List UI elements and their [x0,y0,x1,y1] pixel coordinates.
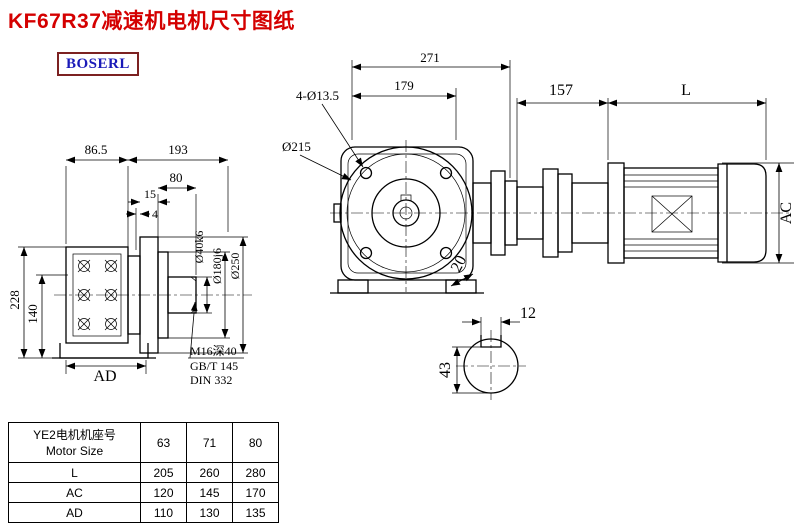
table-row: AD 110 130 135 [8,502,279,523]
dim-140-label: 140 [25,304,40,324]
table-col-71: 71 [186,422,233,463]
dim-15-label: 15 [144,187,156,201]
key-width-label: 12 [520,305,536,322]
page-title: KF67R37减速机电机尺寸图纸 [8,10,295,33]
shaft-diameter-label: Ø40k6 [192,231,206,264]
table-row: YE2电机机座号 Motor Size 63 71 80 [8,422,279,463]
table-header-line1: YE2电机机座号 [33,427,116,442]
dim-157-label: 157 [549,82,573,99]
dim-80-label: 80 [170,170,183,185]
flange-diameter-label: Ø215 [282,139,311,154]
dim-l-label: L [681,82,691,99]
table-col-63: 63 [140,422,187,463]
dim-228-label: 228 [7,290,22,310]
brand-logo: BOSERL [57,52,139,76]
dim-193-label: 193 [168,142,188,157]
dim-271-label: 271 [420,50,440,65]
table-row: L 205 260 280 [8,462,279,483]
bolt-holes-label: 4-Ø13.5 [296,88,339,103]
dim-179-label: 179 [394,78,414,93]
row-label-l: L [8,462,141,483]
cell-ad-63: 110 [140,502,187,523]
pilot-diameter-label: Ø180j6 [210,248,224,284]
front-view: 271 179 4-Ø13.5 Ø215 20 [282,50,792,294]
cell-l-63: 205 [140,462,187,483]
motor-view: 157 L AC [472,82,795,264]
standard-note-1-label: GB/T 145 [190,359,238,373]
standard-note-2-label: DIN 332 [190,373,232,387]
cell-ac-80: 170 [232,482,279,503]
shaft-height-label: 43 [437,362,454,378]
dim-86-5-label: 86.5 [85,142,108,157]
shaft-section-view: 12 43 [437,305,536,400]
dim-ac-label: AC [778,202,795,224]
table-header-line2: Motor Size [45,443,104,458]
row-label-ac: AC [8,482,141,503]
cell-ad-80: 135 [232,502,279,523]
table-header-motor-size: YE2电机机座号 Motor Size [8,422,141,463]
table-row: AC 120 145 170 [8,482,279,503]
cell-ad-71: 130 [186,502,233,523]
dim-4-label: 4 [152,207,158,221]
cell-ac-71: 145 [186,482,233,503]
thread-note-label: M16深40 [190,344,237,358]
cell-ac-63: 120 [140,482,187,503]
output-flange-diameter-label: Ø250 [228,253,242,280]
motor-size-table: YE2电机机座号 Motor Size 63 71 80 L 205 260 2… [8,422,279,523]
dim-ad-label: AD [93,368,116,385]
side-view: 86.5 193 80 15 4 228 140 AD Ø40 [7,142,252,387]
dim-20-label: 20 [448,253,471,275]
cell-l-71: 260 [186,462,233,483]
cell-l-80: 280 [232,462,279,483]
row-label-ad: AD [8,502,141,523]
table-col-80: 80 [232,422,279,463]
